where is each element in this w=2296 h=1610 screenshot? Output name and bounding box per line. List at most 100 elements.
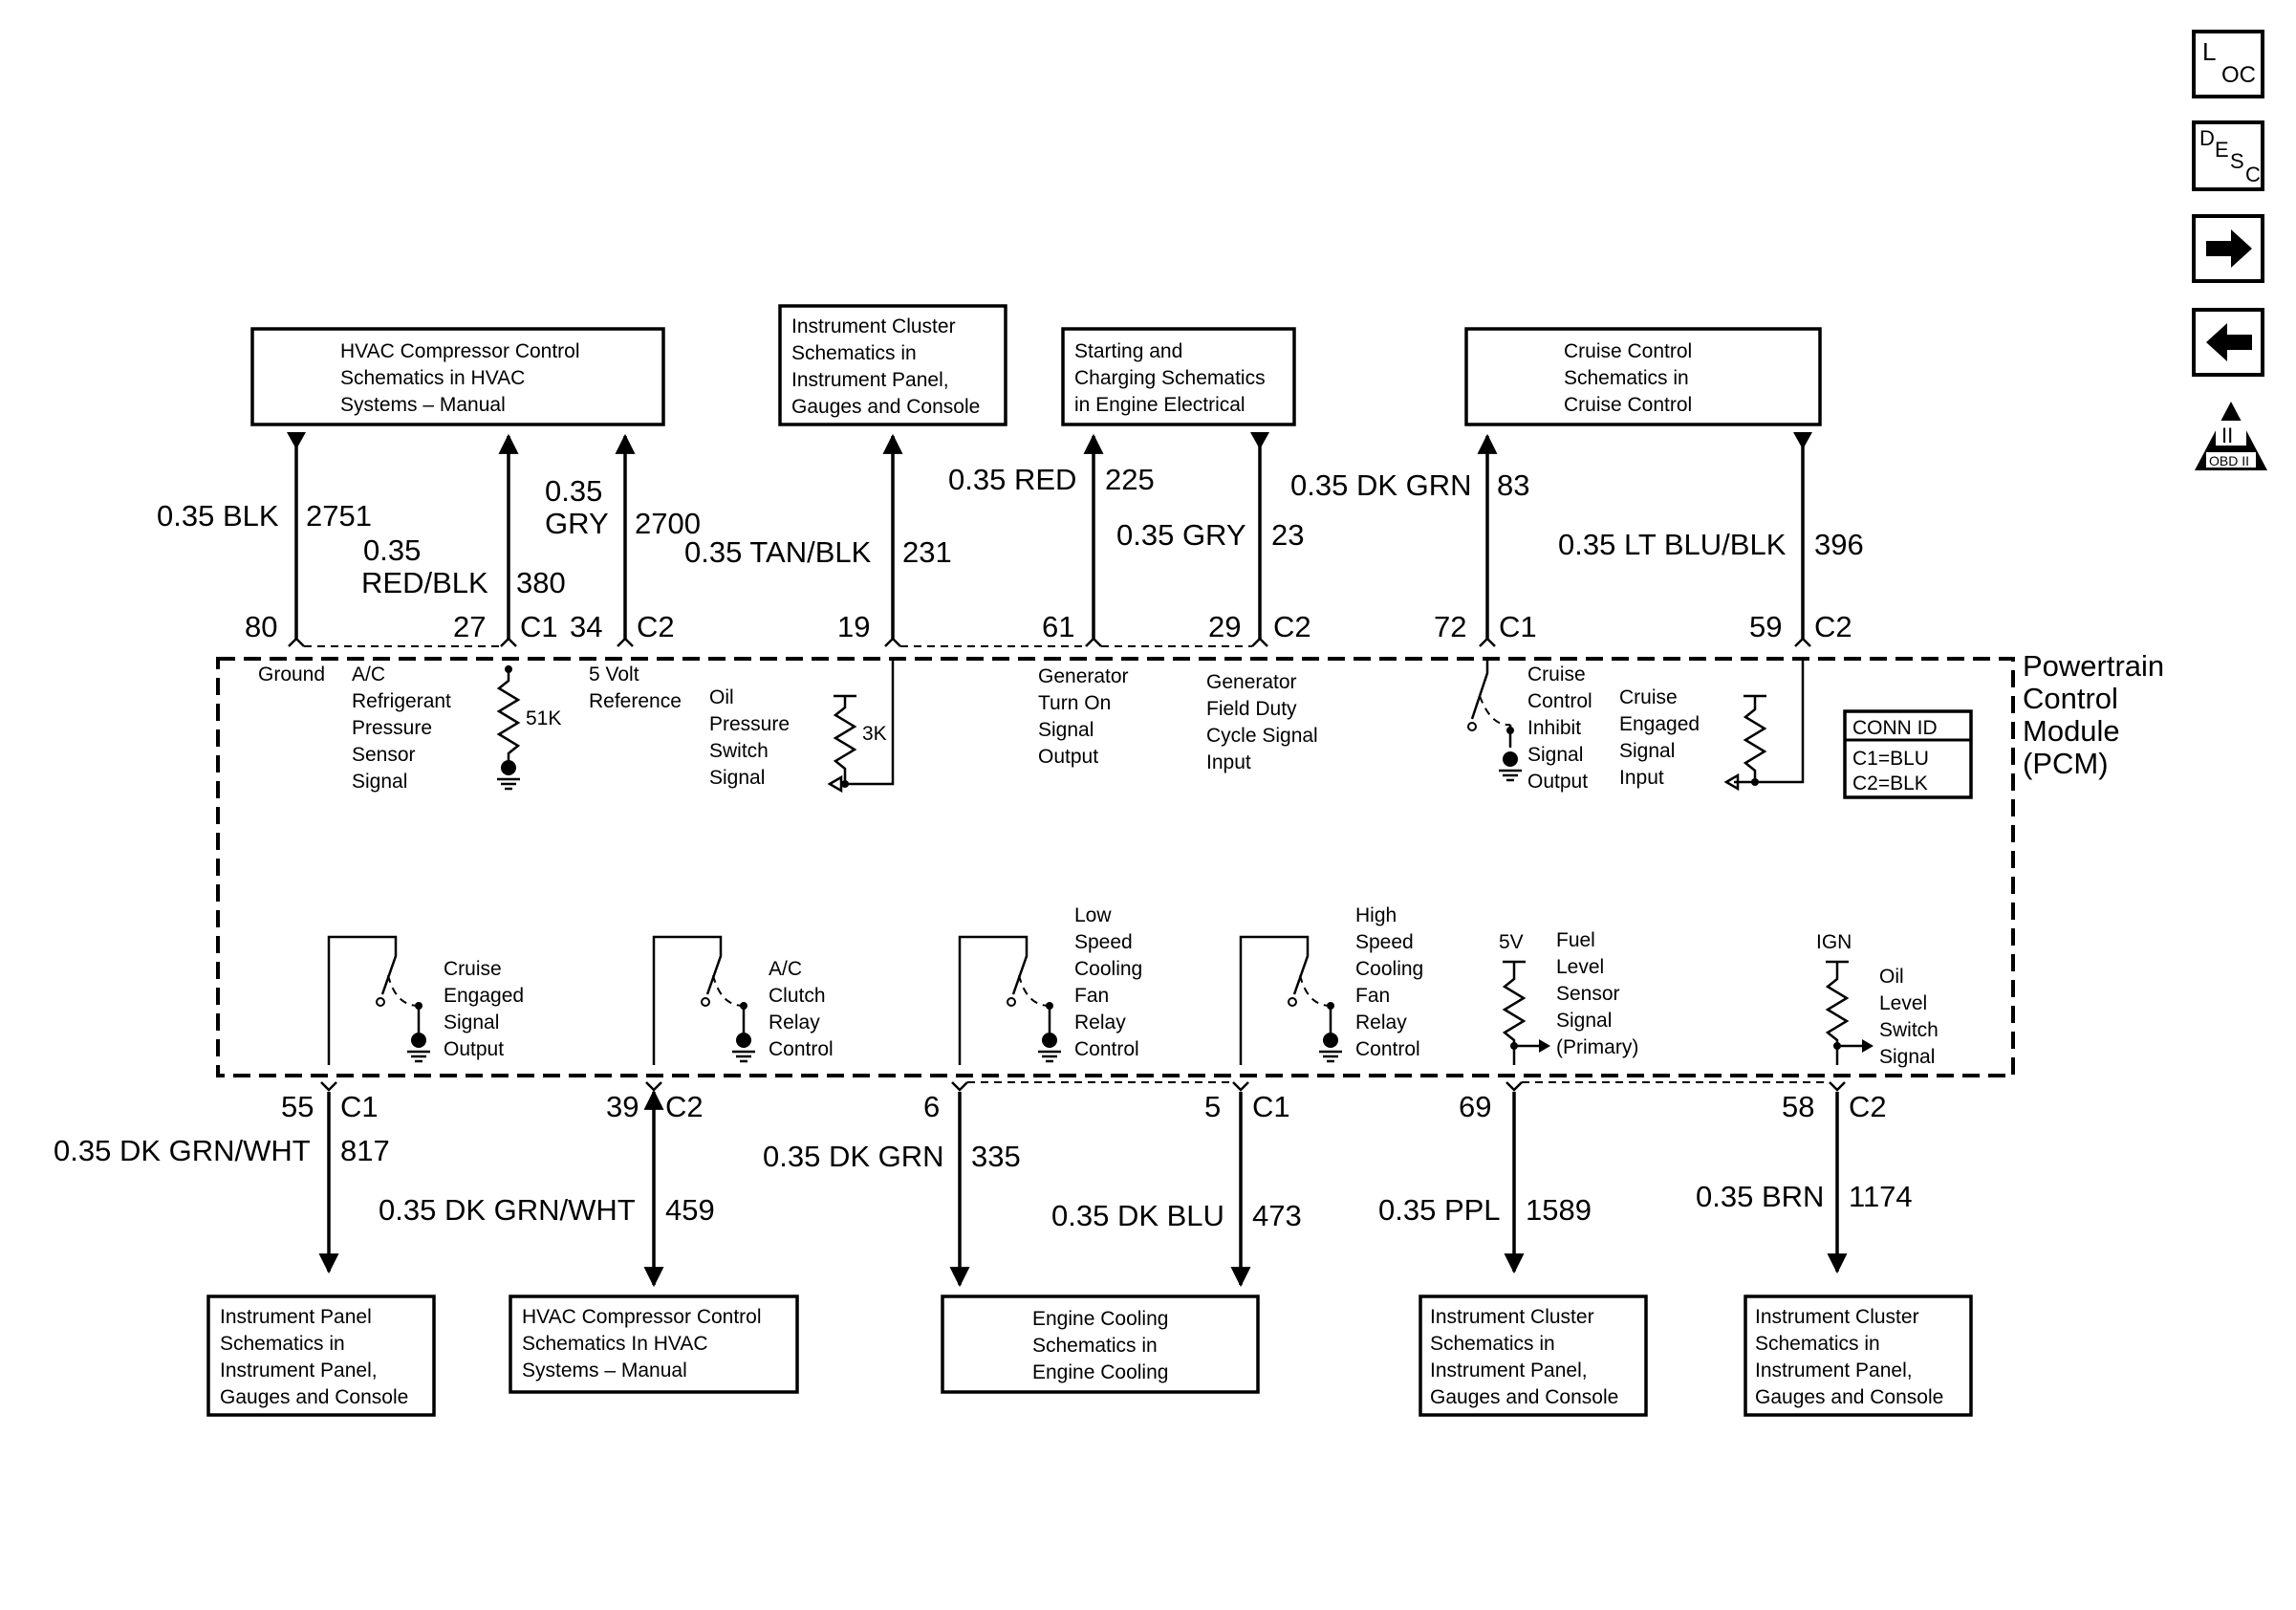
svg-text:6: 6 — [923, 1090, 940, 1123]
svg-text:Sensor: Sensor — [352, 744, 416, 766]
arrow-right-icon — [2206, 229, 2252, 268]
resistor-3k-icon — [833, 696, 857, 784]
bottom-box-hvac[interactable]: HVAC Compressor Control Schematics In HV… — [509, 1295, 799, 1394]
svg-text:Cycle Signal: Cycle Signal — [1206, 725, 1318, 747]
svg-text:0.35 DK GRN: 0.35 DK GRN — [1290, 468, 1472, 502]
svg-text:Level: Level — [1879, 992, 1927, 1014]
svg-text:C1: C1 — [520, 610, 558, 643]
top-box-cruise-control[interactable]: Cruise Control Schematics in Cruise Cont… — [1464, 327, 1822, 426]
svg-text:69: 69 — [1459, 1090, 1491, 1123]
top-box-instrument-cluster[interactable]: Instrument Cluster Schematics in Instrum… — [778, 304, 1007, 426]
description-button[interactable]: D E S C — [2192, 120, 2264, 191]
svg-text:Schematics in: Schematics in — [1032, 1335, 1158, 1357]
svg-text:Cruise: Cruise — [1527, 664, 1586, 685]
top-box-starting-charging[interactable]: Starting and Charging Schematics in Engi… — [1061, 327, 1296, 426]
svg-text:Schematics in: Schematics in — [791, 342, 917, 364]
loc-main-text: L — [2202, 37, 2216, 66]
svg-text:Signal: Signal — [1038, 719, 1094, 741]
desc-c-text: C — [2245, 163, 2261, 186]
svg-text:0.35 DK GRN/WHT: 0.35 DK GRN/WHT — [379, 1193, 636, 1227]
svg-text:29: 29 — [1208, 610, 1241, 643]
internal-top-components — [496, 660, 1805, 794]
svg-text:Output: Output — [444, 1038, 504, 1060]
svg-text:GRY: GRY — [545, 507, 609, 540]
svg-text:Clutch: Clutch — [769, 985, 826, 1007]
svg-text:380: 380 — [516, 566, 566, 599]
connector-id-box: CONN ID C1=BLU C2=BLK — [1843, 709, 1973, 799]
svg-text:IGN: IGN — [1816, 931, 1852, 953]
bottom-box-engine-cooling[interactable]: Engine Cooling Schematics in Engine Cool… — [941, 1295, 1260, 1394]
top-box-hvac[interactable]: HVAC Compressor Control Schematics in HV… — [250, 327, 665, 426]
svg-text:Instrument Panel,: Instrument Panel, — [1755, 1360, 1913, 1382]
svg-text:(Primary): (Primary) — [1556, 1036, 1638, 1058]
bottom-box-instrument-cluster-2[interactable]: Instrument Cluster Schematics in Instrum… — [1744, 1295, 1973, 1417]
svg-text:Signal: Signal — [352, 771, 407, 793]
svg-text:Schematics in: Schematics in — [1755, 1333, 1880, 1355]
bottom-pin-labels: 55 C1 39 C2 6 5 C1 69 58 C2 — [281, 1090, 1887, 1123]
bottom-box-instrument-panel[interactable]: Instrument Panel Schematics in Instrumen… — [206, 1295, 436, 1417]
svg-text:Control: Control — [2023, 682, 2118, 715]
svg-text:Engine Cooling: Engine Cooling — [1032, 1361, 1168, 1383]
svg-text:C2: C2 — [1849, 1090, 1887, 1123]
svg-text:Charging Schematics: Charging Schematics — [1074, 367, 1266, 389]
bottom-box-instrument-cluster-1[interactable]: Instrument Cluster Schematics in Instrum… — [1419, 1295, 1648, 1417]
svg-text:Signal: Signal — [1619, 740, 1675, 762]
svg-text:Fuel: Fuel — [1556, 929, 1595, 951]
svg-text:5: 5 — [1204, 1090, 1221, 1123]
top-pin-labels: 80 27 C1 34 C2 19 61 29 C2 72 C1 59 C2 — [245, 610, 1852, 643]
svg-text:225: 225 — [1105, 463, 1155, 496]
svg-text:Instrument Panel,: Instrument Panel, — [1430, 1360, 1588, 1382]
svg-text:Powertrain: Powertrain — [2023, 649, 2164, 683]
svg-text:Engaged: Engaged — [444, 985, 524, 1007]
svg-text:in Engine Electrical: in Engine Electrical — [1074, 394, 1245, 416]
location-button[interactable]: L OC — [2192, 30, 2264, 98]
svg-text:Schematics In HVAC: Schematics In HVAC — [522, 1333, 708, 1355]
loc-sub-text: OC — [2221, 62, 2256, 88]
svg-text:Cruise: Cruise — [1619, 686, 1678, 708]
svg-text:Low: Low — [1074, 904, 1112, 926]
svg-text:Signal: Signal — [1879, 1046, 1935, 1068]
svg-text:Schematics in: Schematics in — [1564, 367, 1689, 389]
svg-text:Module: Module — [2023, 714, 2120, 748]
resistor-icon — [1743, 696, 1767, 782]
svg-text:0.35 DK BLU: 0.35 DK BLU — [1051, 1199, 1224, 1232]
svg-text:Cruise Control: Cruise Control — [1564, 394, 1692, 416]
svg-text:Relay: Relay — [769, 1012, 820, 1033]
svg-text:80: 80 — [245, 610, 277, 643]
svg-text:C2: C2 — [1273, 610, 1311, 643]
svg-text:Generator: Generator — [1038, 665, 1129, 687]
svg-text:C1: C1 — [340, 1090, 379, 1123]
svg-text:High: High — [1355, 904, 1397, 926]
svg-text:Output: Output — [1038, 746, 1098, 768]
svg-text:Switch: Switch — [709, 740, 769, 762]
svg-text:0.35 BLK: 0.35 BLK — [157, 499, 279, 533]
svg-text:Signal: Signal — [1556, 1010, 1612, 1032]
svg-text:34: 34 — [570, 610, 602, 643]
next-page-button[interactable] — [2192, 214, 2264, 283]
svg-text:1174: 1174 — [1849, 1180, 1913, 1213]
svg-text:396: 396 — [1814, 528, 1864, 561]
svg-text:Fan: Fan — [1355, 985, 1390, 1007]
svg-text:A/C: A/C — [769, 958, 802, 980]
obd-ii-button[interactable]: II OBD II — [2195, 402, 2267, 470]
svg-text:2751: 2751 — [306, 499, 372, 533]
svg-text:1589: 1589 — [1526, 1193, 1592, 1227]
svg-text:Control: Control — [1527, 690, 1592, 712]
svg-text:Level: Level — [1556, 956, 1604, 978]
previous-page-button[interactable] — [2192, 308, 2264, 377]
svg-text:Generator: Generator — [1206, 671, 1297, 693]
top-wire-labels: 0.35 BLK 2751 0.35 RED/BLK 380 0.35 GRY … — [157, 463, 1864, 599]
svg-text:Cooling: Cooling — [1074, 958, 1142, 980]
svg-text:83: 83 — [1497, 468, 1529, 502]
svg-text:0.35 BRN: 0.35 BRN — [1696, 1180, 1824, 1213]
svg-text:HVAC Compressor Control: HVAC Compressor Control — [340, 340, 580, 362]
svg-text:Output: Output — [1527, 771, 1588, 793]
conn-id-c1: C1=BLU — [1852, 748, 1929, 770]
svg-text:C1: C1 — [1252, 1090, 1290, 1123]
ground-icon — [501, 760, 516, 775]
svg-text:0.35: 0.35 — [363, 533, 421, 567]
svg-text:Gauges and Console: Gauges and Console — [220, 1386, 408, 1408]
svg-text:HVAC Compressor Control: HVAC Compressor Control — [522, 1306, 762, 1328]
desc-e-text: E — [2215, 138, 2229, 162]
svg-text:Cooling: Cooling — [1355, 958, 1423, 980]
